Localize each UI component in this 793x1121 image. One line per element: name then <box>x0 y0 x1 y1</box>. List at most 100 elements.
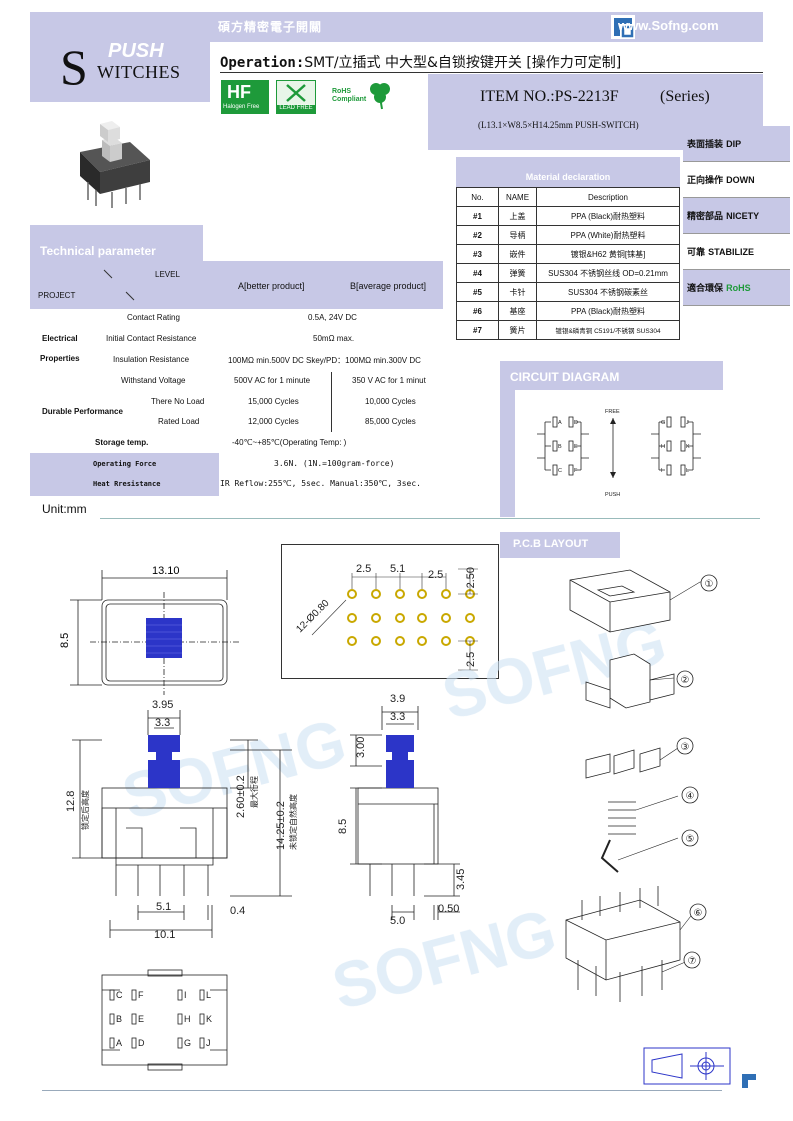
contact-rating-label: Contact Rating <box>127 313 180 322</box>
svg-text:I: I <box>661 468 663 474</box>
svg-text:I: I <box>184 990 187 1000</box>
svg-text:L: L <box>686 468 689 474</box>
cell: 镀银&H62 黄铜[铼基] <box>536 244 680 264</box>
clover-icon <box>370 83 390 110</box>
electrical-label: Electrical <box>42 334 78 343</box>
insulation-label: Insulation Resistance <box>113 355 190 364</box>
storage-label: Storage temp. <box>95 438 149 447</box>
svg-text:B: B <box>116 1014 122 1024</box>
product-photo <box>80 121 150 208</box>
no-load-b: 10,000 Cycles <box>365 397 416 406</box>
svg-text:3.45: 3.45 <box>455 869 467 890</box>
cell: #5 <box>456 282 499 302</box>
cell: 基座 <box>498 301 537 321</box>
svg-text:⑤: ⑤ <box>686 834 695 845</box>
svg-text:2.60±0.2: 2.60±0.2 <box>235 775 247 818</box>
svg-text:2.50: 2.50 <box>465 567 477 588</box>
cell: PPA (Black)耐热塑料 <box>536 301 680 321</box>
logo-witches: WITCHES <box>97 62 181 82</box>
withstand-label: Withstand Voltage <box>121 376 186 385</box>
svg-text:10.1: 10.1 <box>154 929 175 941</box>
lead-free-badge: LEAD FREE <box>276 80 316 114</box>
cell: #4 <box>456 263 499 283</box>
svg-text:C: C <box>116 990 123 1000</box>
section-divider <box>100 518 760 519</box>
svg-text:3.3: 3.3 <box>390 711 405 723</box>
brand-name: 碩方精密電子開關 <box>218 20 323 34</box>
cell: PPA (Black)耐热塑料 <box>536 206 680 226</box>
free-label: FREE <box>605 409 620 415</box>
svg-text:2.5: 2.5 <box>356 563 371 575</box>
dimensions-text: (L13.1×W8.5×H14.25mm PUSH-SWITCH) <box>478 120 639 130</box>
insulation-value: 100MΩ min.500V DC Skey/PD：100MΩ min.300V… <box>228 356 421 365</box>
svg-text:⑦: ⑦ <box>688 956 697 967</box>
pcb-layout-box <box>281 544 499 679</box>
feature-nicety: 精密部品 NICETY <box>683 198 790 234</box>
cell: 导柄 <box>498 225 537 245</box>
tech-header <box>30 261 443 309</box>
website-link[interactable]: www.Sofng.com <box>618 18 719 33</box>
operation-label: Operation: <box>220 55 305 71</box>
svg-text:5.0: 5.0 <box>390 915 405 927</box>
rated-load-label: Rated Load <box>158 417 200 426</box>
cell: #1 <box>456 206 499 226</box>
svg-text:K: K <box>686 444 690 450</box>
svg-text:H: H <box>184 1014 191 1024</box>
operation-text: SMT/立插式 中大型&自锁按键开关 [操作力可定制] <box>304 55 622 71</box>
heat-resistance-label: Heat Rresistance <box>93 480 161 488</box>
svg-text:8.5: 8.5 <box>59 633 71 648</box>
col-a-header: A[better product] <box>238 281 305 291</box>
cell: #6 <box>456 301 499 321</box>
col-name: NAME <box>498 187 537 207</box>
svg-text:A: A <box>116 1038 122 1048</box>
push-label: PUSH <box>605 492 620 498</box>
svg-text:D: D <box>138 1038 145 1048</box>
cell: 卡针 <box>498 282 537 302</box>
mechanical-drawing: SOFNG SOFNG SOFNG 13.10 8.5 3.95 3.3 1 <box>59 565 756 1090</box>
cell: 镀银&磷青铜 C5191/不锈钢 SUS304 <box>536 320 680 340</box>
circuit-panel <box>515 390 723 517</box>
svg-text:④: ④ <box>686 791 695 802</box>
svg-text:F: F <box>138 990 144 1000</box>
initial-resistance-label: Initial Contact Resistance <box>106 334 197 343</box>
storage-value: -40℃~+85℃(Operating Temp: ) <box>232 438 347 447</box>
level-label: LEVEL <box>155 270 180 279</box>
table-header-row: No. NAME Description <box>456 187 680 207</box>
column-divider <box>331 372 332 432</box>
svg-text:5.1: 5.1 <box>156 901 171 913</box>
cell: 簧片 <box>498 320 537 340</box>
col-no: No. <box>456 187 499 207</box>
cell: SUS304 不锈钢丝线 OD=0.21mm <box>536 263 680 283</box>
pcb-layout-drawing: 2.5 5.1 2.5 2.50 2.5 12-Ø0.80 <box>294 563 478 671</box>
feature-dip: 表面插装 DIP <box>683 126 790 162</box>
svg-text:3.95: 3.95 <box>152 699 173 711</box>
cell: #2 <box>456 225 499 245</box>
cell: #7 <box>456 320 499 340</box>
no-load-a: 15,000 Cycles <box>248 397 299 406</box>
cell: PPA (White)耐热塑料 <box>536 225 680 245</box>
svg-text:G: G <box>184 1038 191 1048</box>
durable-label: Durable Performance <box>42 407 123 416</box>
series-label: (Series) <box>660 88 710 105</box>
footer-divider <box>42 1090 722 1091</box>
rated-load-a: 12,000 Cycles <box>248 417 299 426</box>
svg-text:③: ③ <box>681 742 690 753</box>
initial-resistance-value: 50mΩ max. <box>313 334 355 343</box>
svg-text:12.8: 12.8 <box>65 791 77 812</box>
svg-text:3.9: 3.9 <box>390 693 405 705</box>
feature-stabilize: 可靠 STABILIZE <box>683 234 790 270</box>
cell: SUS304 不锈钢碳素丝 <box>536 282 680 302</box>
feature-down: 正向操作 DOWN <box>683 162 790 198</box>
sofng-logo-icon <box>611 15 635 39</box>
pcb-title: P.C.B LAYOUT <box>513 538 589 550</box>
svg-text:C: C <box>558 468 562 474</box>
svg-text:F: F <box>574 468 578 474</box>
circuit-diagram: ABC DEF GHI JKL FREE PUSH <box>537 409 701 498</box>
svg-text:E: E <box>138 1014 144 1024</box>
svg-text:2.5: 2.5 <box>428 569 443 581</box>
contact-rating-value: 0.5A, 24V DC <box>308 313 357 322</box>
svg-text:A: A <box>558 420 562 426</box>
